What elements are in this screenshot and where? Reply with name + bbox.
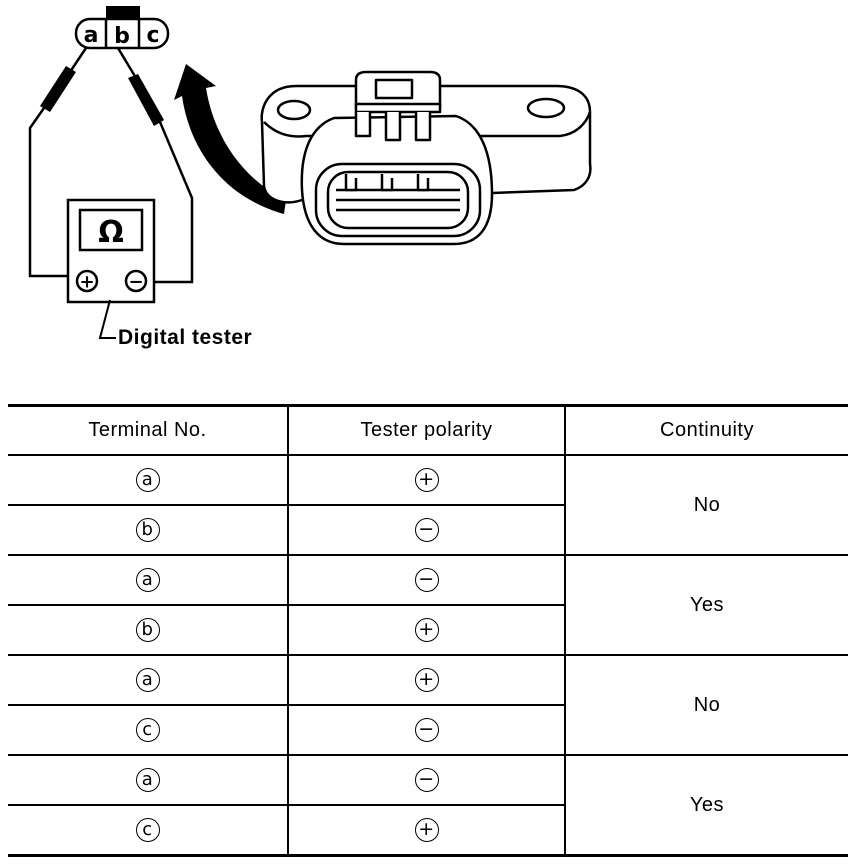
curved-arrow-icon (174, 64, 286, 214)
polarity-icon: + (414, 468, 439, 492)
header-tester-polarity: Tester polarity (287, 404, 566, 456)
polarity-cell: − (287, 554, 566, 606)
polarity-cell: + (287, 654, 566, 706)
polarity-icon: − (414, 768, 439, 792)
terminal-symbol: a (135, 468, 160, 492)
terminal-cell: b (8, 604, 289, 656)
terminal-cell: c (8, 804, 289, 857)
terminal-cell: a (8, 554, 289, 606)
terminal-cell: c (8, 704, 289, 756)
terminal-symbol: c (135, 818, 160, 842)
table-row: a + No (8, 454, 848, 556)
polarity-cell: − (287, 504, 565, 556)
polarity-icon: + (414, 618, 439, 642)
tester-label: Digital tester (118, 326, 252, 349)
polarity-cell: + (287, 454, 566, 506)
terminal-symbol: a (135, 768, 160, 792)
polarity-icon: − (414, 718, 439, 742)
continuity-cell: No (564, 654, 848, 756)
terminal-symbol: b (135, 618, 160, 642)
terminal-symbol: c (135, 718, 160, 742)
terminal-a-label: a (84, 23, 99, 48)
terminal-symbol: a (135, 568, 160, 592)
header-continuity: Continuity (564, 404, 848, 456)
terminal-c-label: c (146, 23, 159, 48)
probe-plus (40, 66, 76, 112)
polarity-icon: − (414, 518, 439, 542)
polarity-icon: − (414, 568, 439, 592)
table-row: a + No (8, 654, 848, 756)
polarity-icon: + (414, 668, 439, 692)
table-row: c − (8, 704, 848, 756)
probe-minus (128, 74, 164, 126)
polarity-cell: − (287, 704, 565, 756)
terminal-cell: a (8, 454, 289, 506)
terminal-cell: b (8, 504, 289, 556)
table-row: b − (8, 504, 848, 556)
terminal-symbol: b (135, 518, 160, 542)
table-row: a − Yes (8, 754, 848, 857)
terminal-b-label: b (114, 24, 130, 49)
continuity-cell: Yes (564, 554, 848, 656)
table-row: a − Yes (8, 554, 848, 656)
table-row: c + (8, 804, 848, 857)
table-row: b + (8, 604, 848, 656)
terminal-symbol: a (135, 668, 160, 692)
terminal-cell: a (8, 654, 289, 706)
digital-tester: Ω + − (66, 198, 156, 304)
test-diagram: a b c Ω + − Digital tester (28, 6, 592, 349)
continuity-table: Terminal No. Tester polarity Continuity … (8, 404, 848, 857)
meter-minus-icon: − (128, 272, 143, 293)
table-header-row: Terminal No. Tester polarity Continuity (8, 404, 848, 456)
polarity-cell: + (287, 804, 565, 857)
terminal-cell: a (8, 754, 289, 806)
polarity-cell: − (287, 754, 566, 806)
sensor (260, 70, 592, 246)
polarity-cell: + (287, 604, 565, 656)
terminal-block: a b c (74, 6, 170, 50)
meter-plus-icon: + (79, 272, 94, 293)
tester-label-leader (98, 299, 116, 339)
continuity-cell: Yes (564, 754, 848, 857)
polarity-icon: + (414, 818, 439, 842)
header-terminal-no: Terminal No. (8, 404, 289, 456)
continuity-cell: No (564, 454, 848, 556)
continuity-table-wrap: Terminal No. Tester polarity Continuity … (8, 404, 848, 857)
ohm-symbol: Ω (98, 215, 124, 250)
